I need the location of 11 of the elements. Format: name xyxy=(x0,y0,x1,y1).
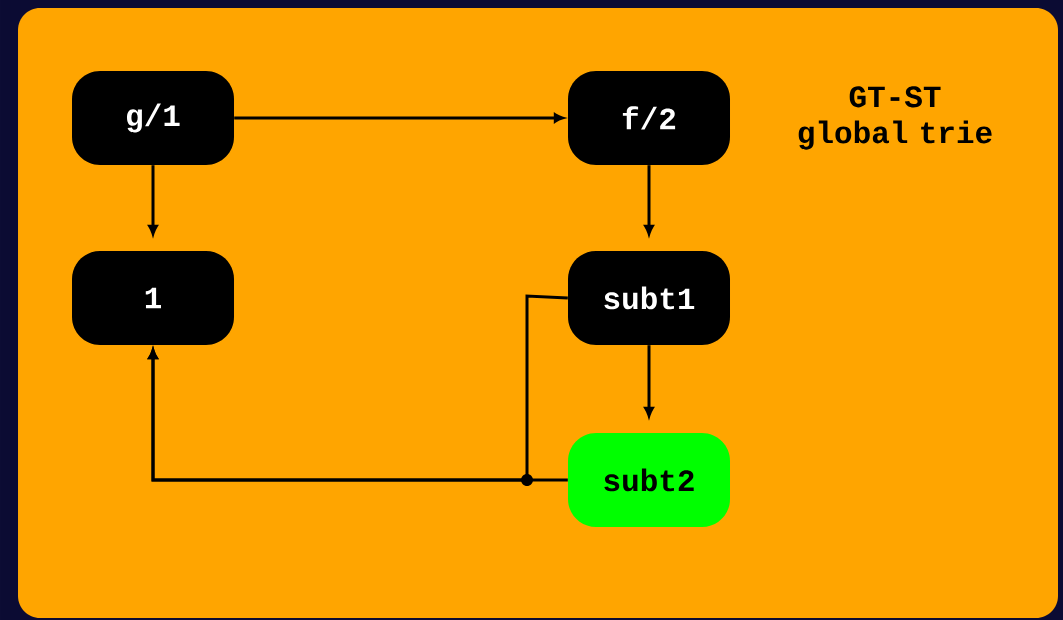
node-box: 1 xyxy=(72,251,234,345)
node-box: g/1 xyxy=(72,71,234,165)
arrow xyxy=(148,348,568,482)
node-box: subt2 xyxy=(568,433,730,527)
heading-label: GT-ST global trie xyxy=(798,86,992,150)
node-box: f/2 xyxy=(568,71,730,165)
arrow xyxy=(234,113,565,123)
arrow xyxy=(644,165,654,236)
arrow xyxy=(148,165,158,236)
arrow xyxy=(644,345,654,418)
node-box: subt1 xyxy=(568,251,730,345)
